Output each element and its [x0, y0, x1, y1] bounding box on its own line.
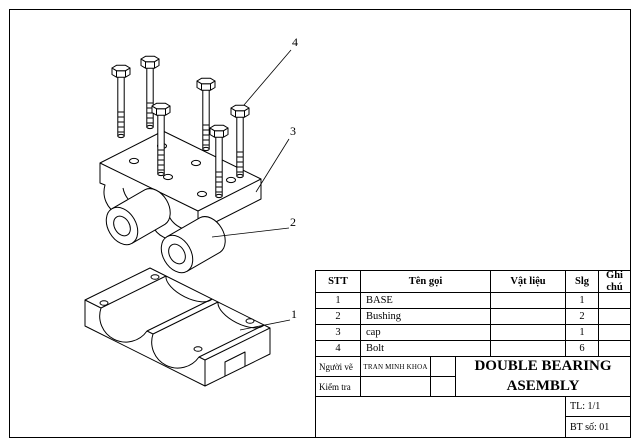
cell-name: BASE	[361, 293, 491, 309]
header-material: Vật liệu	[491, 271, 566, 293]
cell-stt: 2	[316, 309, 361, 325]
header-stt: STT	[316, 271, 361, 293]
cell-material	[491, 293, 566, 309]
cell-stt: 3	[316, 325, 361, 341]
cell-qty: 1	[566, 293, 599, 309]
leader-line-4	[243, 49, 292, 106]
header-name: Tên gọi	[361, 271, 491, 293]
cell-qty: 2	[566, 309, 599, 325]
empty-cell	[431, 357, 456, 377]
cell-qty: 6	[566, 341, 599, 357]
scale-cell: TL: 1/1	[566, 397, 630, 417]
drawer-name: TRAN MINH KHOA	[361, 357, 431, 377]
cell-note	[599, 309, 630, 325]
base-part	[84, 267, 271, 387]
leader-line-1	[239, 319, 291, 331]
leader-line-2	[211, 227, 290, 238]
cell-name: Bushing	[361, 309, 491, 325]
sheet-no-cell: BT số: 01	[570, 421, 610, 433]
empty-cell	[361, 377, 431, 397]
empty-cell	[316, 397, 566, 437]
bolt-3	[196, 77, 216, 152]
cell-name: cap	[361, 325, 491, 341]
callout-4: 4	[292, 35, 298, 49]
bushing-2	[160, 216, 226, 274]
header-note: Ghi chú	[599, 271, 630, 293]
bolt-1	[111, 64, 131, 139]
cell-qty: 1	[566, 325, 599, 341]
cell-note	[599, 293, 630, 309]
cell-material	[491, 325, 566, 341]
callout-3: 3	[290, 124, 296, 138]
cell-stt: 1	[316, 293, 361, 309]
parts-table: STT Tên gọi Vật liệu Slg Ghi chú 1 BASE …	[316, 271, 630, 357]
callout-1: 1	[291, 307, 297, 321]
checker-label: Kiểm tra	[316, 377, 361, 397]
cell-name: Bolt	[361, 341, 491, 357]
empty-cell	[431, 377, 456, 397]
header-qty: Slg	[566, 271, 599, 293]
drawer-label: Người vẽ	[316, 357, 361, 377]
cell-note	[599, 325, 630, 341]
cell-note	[599, 341, 630, 357]
leader-line-3	[255, 138, 290, 193]
title-block: STT Tên gọi Vật liệu Slg Ghi chú 1 BASE …	[315, 270, 630, 437]
bushing-1	[105, 188, 171, 246]
cell-material	[491, 341, 566, 357]
bolt-2	[140, 55, 160, 130]
title-block-footer: Người vẽ TRAN MINH KHOA DOUBLE BEARING A…	[316, 357, 630, 437]
cell-material	[491, 309, 566, 325]
drawing-title: DOUBLE BEARING ASEMBLY	[456, 357, 630, 397]
callout-2: 2	[290, 215, 296, 229]
cell-stt: 4	[316, 341, 361, 357]
